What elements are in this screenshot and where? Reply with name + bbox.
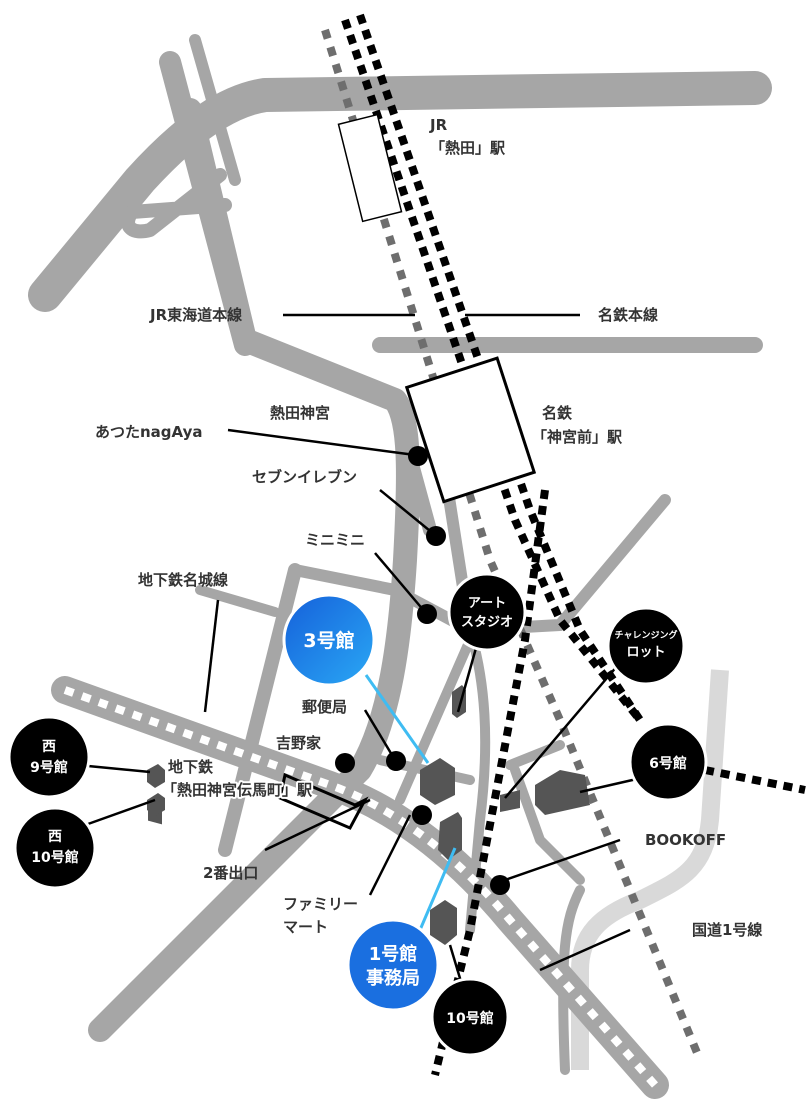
stations — [278, 113, 537, 830]
atsuta-nagaya-label: あつたnagAya — [95, 423, 203, 441]
art-studio-label-1: アート — [468, 596, 506, 611]
venue-circles — [7, 572, 708, 1057]
seven-eleven-dot — [426, 526, 446, 546]
minimini-dot — [417, 604, 437, 624]
familymart-dot — [412, 805, 432, 825]
bldg6-circle — [628, 722, 708, 802]
jr-atsuta-station-box — [337, 113, 403, 223]
bookoff-dot — [490, 875, 510, 895]
subway-station-label-1: 地下鉄 — [168, 758, 213, 776]
bldg1-circle — [346, 918, 440, 1012]
road-main-north-south — [88, 98, 420, 1042]
bldg3-circle — [282, 593, 376, 687]
jr-station-label-1: JR — [429, 116, 448, 134]
road-top-arterial — [28, 71, 772, 312]
west10-label-1: 西 — [48, 829, 62, 845]
exit2-label: 2番出口 — [203, 864, 258, 882]
atsuta-jingu-label: 熱田神宮 — [270, 404, 330, 422]
meitetsu-station-label-2: 「神宮前」駅 — [532, 428, 623, 446]
blue-leaders — [364, 674, 457, 931]
post-office-label: 郵便局 — [302, 698, 347, 716]
west9-label-2: 9号館 — [30, 759, 68, 776]
meitetsu-main-label: 名鉄本線 — [598, 306, 658, 324]
challenging-label-2: ロット — [626, 645, 665, 660]
bldg1-label-1: 1号館 — [369, 943, 418, 965]
seven-eleven-label: セブンイレブン — [252, 468, 357, 486]
atsuta-nagaya-dot — [408, 446, 428, 466]
meitetsu-station-label-1: 名鉄 — [542, 404, 572, 422]
yoshinoya-dot — [335, 753, 355, 773]
familymart-label-2: マート — [283, 918, 328, 936]
jr-tokaido-label: JR東海道本線 — [149, 306, 242, 324]
route1-label: 国道1号線 — [692, 921, 762, 939]
bldg6-label: 6号館 — [649, 755, 687, 772]
subway-meijo-label: 地下鉄名城線 — [138, 571, 228, 589]
west9-circle — [7, 715, 91, 799]
bldg10-label: 10号館 — [446, 1010, 493, 1027]
minimini-label: ミニミニ — [305, 531, 365, 549]
subway-station-box — [278, 772, 369, 830]
bookoff-label: BOOKOFF — [645, 831, 726, 849]
building-blocks — [147, 685, 590, 945]
rail-jr-tokaido — [321, 28, 704, 1062]
west10-label-2: 10号館 — [31, 849, 78, 866]
west10-circle — [13, 806, 97, 890]
labels: JR 「熱田」駅 JR東海道本線 名鉄本線 熱田神宮 あつたnagAya 名鉄 … — [30, 116, 762, 1027]
familymart-label-1: ファミリー — [283, 895, 358, 913]
meitetsu-jingumae-station-box — [404, 356, 537, 504]
post-office-dot — [386, 751, 406, 771]
bldg10-circle — [430, 977, 510, 1057]
art-studio-circle — [447, 572, 527, 652]
subway-station-label-2: 「熱田神宮伝馬町」駅 — [162, 781, 313, 799]
art-studio-label-2: スタジオ — [461, 615, 513, 630]
challenging-label-1: チャレンジング — [615, 629, 678, 641]
poi-dots — [335, 446, 510, 895]
west9-label-1: 西 — [42, 739, 56, 755]
leader-lines — [87, 313, 651, 986]
yoshinoya-label: 吉野家 — [276, 734, 321, 752]
challenging-lot-circle — [606, 606, 686, 686]
jr-station-label-2: 「熱田」駅 — [430, 139, 506, 157]
bldg3-label: 3号館 — [303, 629, 354, 652]
bldg1-label-2: 事務局 — [366, 967, 420, 989]
